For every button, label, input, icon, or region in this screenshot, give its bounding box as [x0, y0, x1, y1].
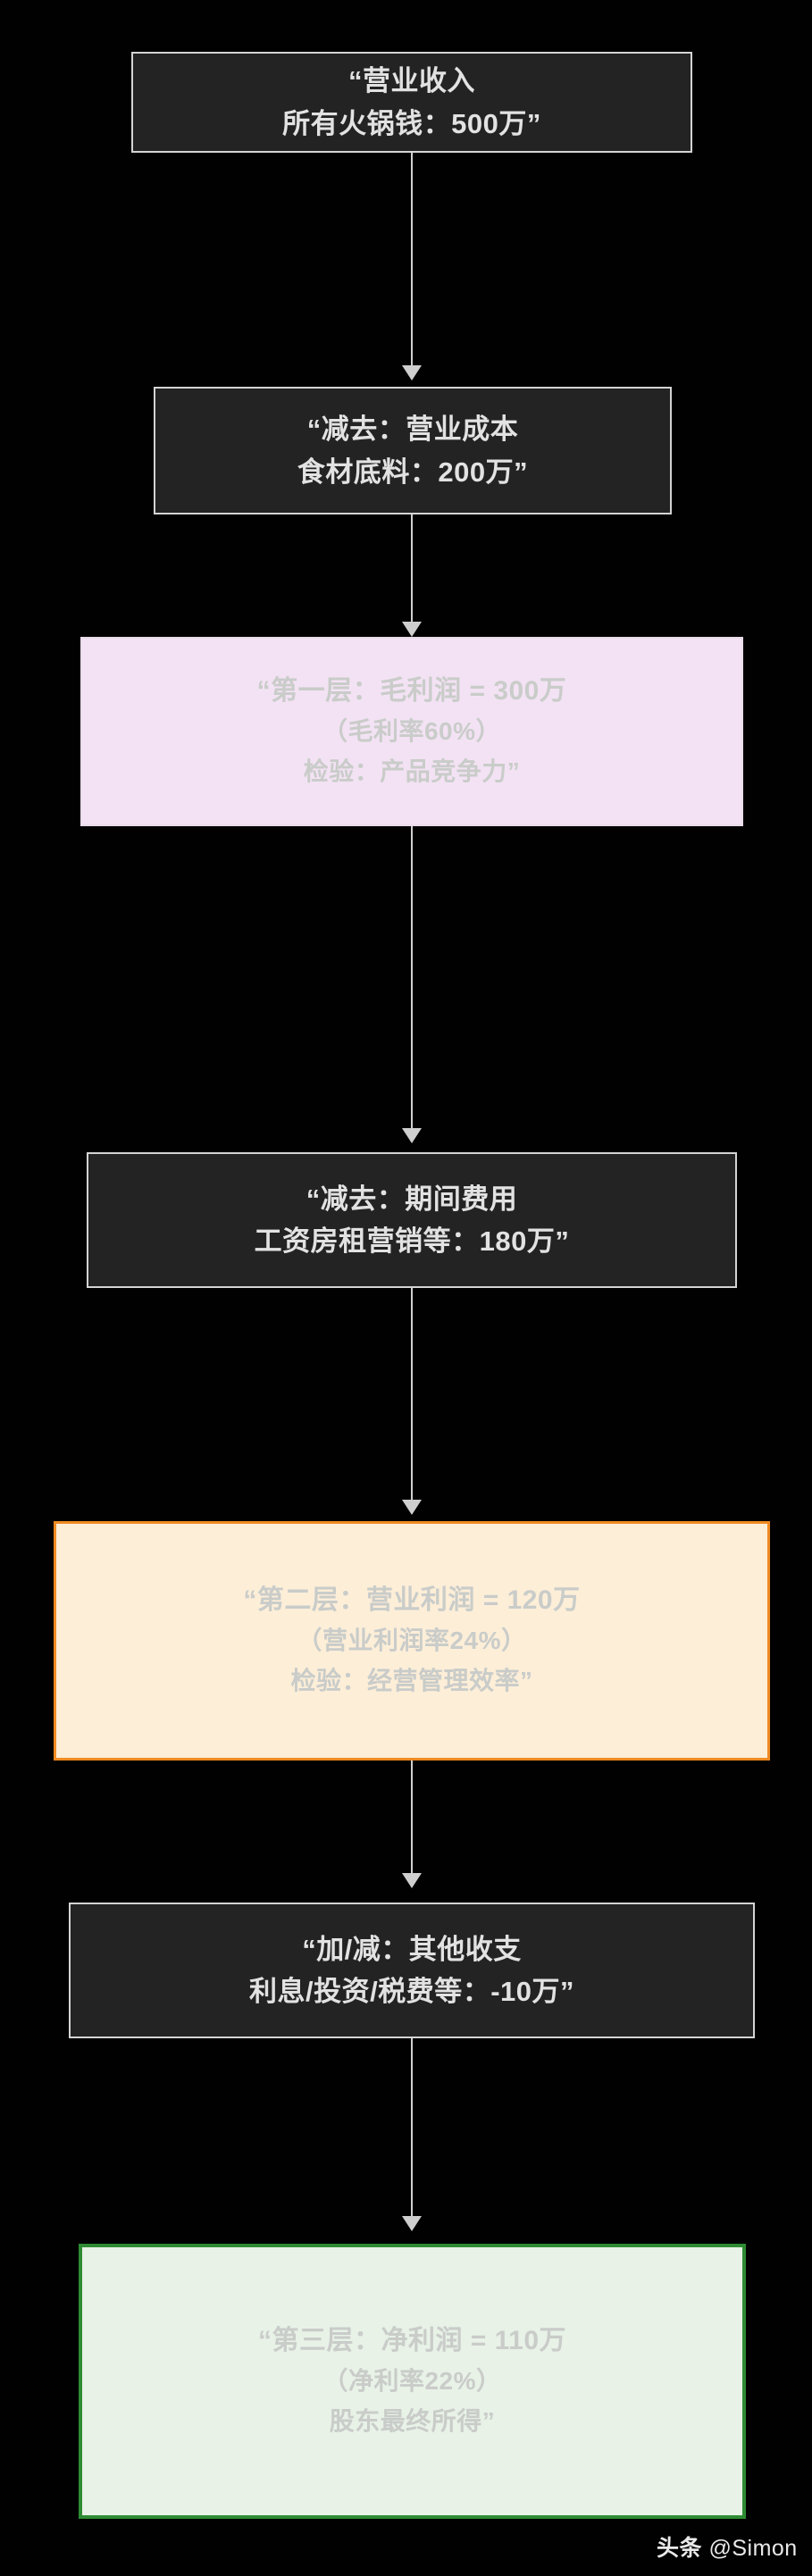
arrowhead-opex-to-operating — [402, 1500, 422, 1515]
arrowhead-other-to-net — [402, 2216, 422, 2231]
node-period-expense-line-1: “减去：期间费用 — [306, 1183, 518, 1215]
node-operating-profit-line-3: 检验：经营管理效率” — [290, 1667, 533, 1695]
node-operating-cost-line-2: 食材底料：200万” — [297, 456, 529, 488]
connector-cogs-to-gross — [411, 514, 413, 622]
node-net-profit-line-3: 股东最终所得” — [329, 2407, 496, 2436]
node-operating-profit-line-2: （营业利润率24%） — [297, 1627, 527, 1655]
node-gross-profit-line-1: “第一层：毛利润 = 300万 — [256, 675, 567, 706]
node-revenue-line-2: 所有火锅钱：500万” — [282, 107, 541, 139]
connector-gross-to-opex — [411, 826, 413, 1128]
node-net-profit-line-1: “第三层：净利润 = 110万 — [257, 2325, 567, 2355]
connector-opex-to-operating — [411, 1288, 413, 1500]
arrowhead-operating-to-other — [402, 1873, 422, 1888]
node-other-income-expense[interactable]: “加/减：其他收支 利息/投资/税费等：-10万” — [69, 1903, 755, 2038]
node-revenue-line-1: “营业收入 — [348, 65, 475, 97]
node-other-income-expense-line-2: 利息/投资/税费等：-10万” — [248, 1976, 575, 2007]
node-gross-profit-line-2: （毛利率60%） — [322, 717, 502, 746]
node-operating-cost-line-1: “减去：营业成本 — [306, 414, 519, 446]
node-operating-profit[interactable]: “第二层：营业利润 = 120万 （营业利润率24%） 检验：经营管理效率” — [54, 1521, 770, 1761]
arrowhead-revenue-to-cogs — [402, 365, 422, 381]
arrowhead-gross-to-opex — [402, 1128, 422, 1143]
watermark: 头条 @Simon — [657, 2530, 798, 2563]
node-period-expense-line-2: 工资房租营销等：180万” — [254, 1225, 570, 1257]
node-net-profit[interactable]: “第三层：净利润 = 110万 （净利率22%） 股东最终所得” — [79, 2244, 746, 2519]
watermark-handle: @Simon — [708, 2536, 798, 2561]
node-operating-cost[interactable]: “减去：营业成本 食材底料：200万” — [154, 387, 672, 514]
connector-operating-to-other — [411, 1761, 413, 1873]
connector-other-to-net — [411, 2038, 413, 2216]
node-period-expense[interactable]: “减去：期间费用 工资房租营销等：180万” — [87, 1152, 737, 1288]
arrowhead-cogs-to-gross — [402, 622, 422, 637]
node-gross-profit-line-3: 检验：产品竞争力” — [303, 757, 521, 786]
node-net-profit-line-2: （净利率22%） — [322, 2367, 502, 2396]
node-operating-profit-line-1: “第二层：营业利润 = 120万 — [243, 1585, 581, 1615]
node-revenue[interactable]: “营业收入 所有火锅钱：500万” — [131, 52, 692, 153]
node-other-income-expense-line-1: “加/减：其他收支 — [302, 1933, 522, 1965]
node-gross-profit[interactable]: “第一层：毛利润 = 300万 （毛利率60%） 检验：产品竞争力” — [80, 637, 743, 826]
connector-revenue-to-cogs — [411, 153, 413, 365]
watermark-source: 头条 — [657, 2536, 703, 2561]
